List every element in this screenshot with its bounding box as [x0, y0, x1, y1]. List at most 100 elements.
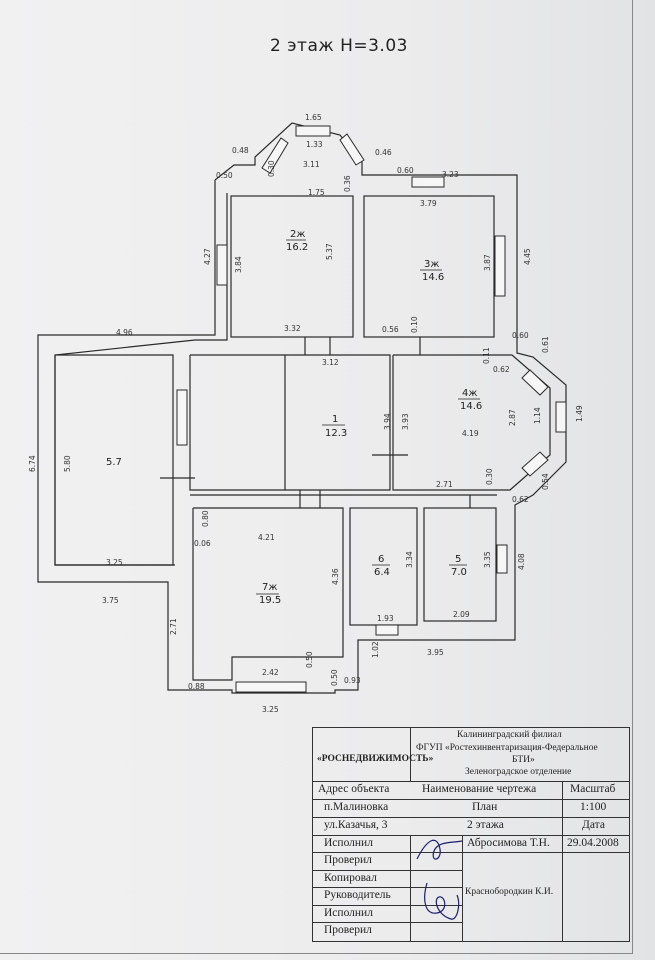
dim: 3.12: [322, 358, 339, 367]
window-room7: [235, 681, 307, 693]
stamp-rukovoditel-name: Краснобородкин К.И.: [465, 887, 554, 897]
room-4-area: 14.6: [460, 401, 482, 412]
dim: 4.08: [517, 553, 526, 570]
title-block: «РОСНЕДВИЖИМОСТЬ» Калининградский филиал…: [312, 727, 630, 942]
dim: 3.95: [427, 648, 444, 657]
stamp-addr-2: ул.Казачья, 3: [324, 819, 388, 831]
windows: [176, 125, 567, 693]
window-bay-right: [339, 133, 365, 166]
dim: 3.11: [303, 160, 320, 169]
outer-wall: [37, 122, 567, 694]
window-room4: [555, 401, 567, 433]
dim: 0.60: [397, 166, 414, 175]
window-top: [295, 125, 331, 137]
window-bay-left: [261, 137, 289, 174]
stamp-h-date: Дата: [582, 819, 605, 831]
stamp-h-scale: Масштаб: [570, 783, 616, 795]
dim: 5.37: [325, 243, 334, 260]
room-7-area: 19.5: [259, 595, 281, 606]
dim: 4.36: [331, 568, 340, 585]
room-6-id: 6: [378, 554, 384, 565]
dim: 2.42: [262, 668, 279, 677]
stamp-r-ispolnil: Исполнил: [324, 837, 373, 849]
room-5-wall: [423, 507, 497, 622]
room-7-id: 7ж: [262, 582, 277, 593]
dim: 4.21: [258, 533, 275, 542]
dim: 0.62: [493, 365, 510, 374]
dim: 1.75: [308, 188, 325, 197]
inner-wall-left: [54, 193, 228, 566]
dim: 0.80: [201, 510, 210, 527]
dim: 3.35: [483, 551, 492, 568]
stamp-branch-1: Калининградский филиал: [457, 730, 562, 740]
dim: 3.25: [106, 558, 123, 567]
room-5-area: 7.0: [451, 567, 467, 578]
dim: 4.45: [523, 248, 532, 265]
stamp-r-proveril2: Проверил: [324, 924, 372, 936]
dim: 3.75: [102, 596, 119, 605]
window-room2-side: [216, 244, 228, 286]
dim: 0.30: [485, 468, 494, 485]
stamp-org: «РОСНЕДВИЖИМОСТЬ»: [317, 754, 434, 764]
signature-2: [424, 882, 460, 920]
dim: 0.54: [541, 473, 550, 490]
dim: 3.32: [284, 324, 301, 333]
room-2-wall: [230, 195, 354, 338]
stamp-scale: 1:100: [580, 801, 607, 813]
window-room3-side: [494, 235, 506, 297]
dim: 3.94: [383, 413, 392, 430]
stamp-h-address: Адрес объекта: [318, 783, 390, 795]
stamp-branch-3: БТИ»: [512, 755, 535, 765]
stamp-branch-2: ФГУП «Ростехинвентаризация-Федеральное: [416, 743, 598, 753]
hall-wall: [189, 354, 391, 491]
dim: 3.79: [420, 199, 437, 208]
dim: 3.25: [262, 705, 279, 714]
dim: 1.33: [306, 140, 323, 149]
dim: 0.50: [305, 651, 314, 668]
dim: 3.84: [234, 256, 243, 273]
dim: 3.34: [405, 551, 414, 568]
dim: 0.62: [512, 495, 529, 504]
room-1-area: 12.3: [325, 428, 347, 439]
room-labels: 2ж 16.2 3ж 14.6 1 12.3 4ж 14.6 5.7 7ж 19…: [106, 229, 482, 606]
dim: 2.87: [508, 409, 517, 426]
dim: 2.71: [436, 480, 453, 489]
stamp-addr-1: п.Малиновка: [324, 801, 389, 813]
window-room5: [496, 544, 508, 574]
sheet-frame: [0, 0, 633, 954]
dim: 2.09: [453, 610, 470, 619]
stamp-r-proveril: Проверил: [324, 854, 372, 866]
dim: 0.11: [482, 347, 491, 364]
dim: 0.46: [375, 148, 392, 157]
dim: 2.71: [169, 618, 178, 635]
room-3-wall: [363, 195, 495, 338]
room-4-id: 4ж: [462, 388, 477, 399]
stamp-r-rukovoditel: Руководитель: [324, 889, 391, 901]
dim: 5.80: [63, 455, 72, 472]
dim: 0.50: [216, 171, 233, 180]
dim: 0.06: [194, 539, 211, 548]
room-3-id: 3ж: [424, 259, 439, 270]
room-4-wall: [392, 354, 551, 491]
room-1-id: 1: [332, 414, 338, 425]
window-hall: [176, 389, 188, 446]
stamp-name-1: План: [472, 801, 498, 813]
stamp-ispolnil-name: Абросимова Т.Н.: [467, 837, 550, 849]
walls: [37, 122, 567, 694]
dim: 6.74: [28, 455, 37, 472]
dim: 3.87: [483, 254, 492, 271]
dimension-labels: 1.65 1.33 0.48 0.46 0.30 3.11 0.36 0.50 …: [28, 113, 584, 714]
dim: 1.49: [575, 405, 584, 422]
dim: 0.60: [512, 331, 529, 340]
dim: 4.27: [203, 248, 212, 265]
dim: 1.02: [371, 641, 380, 658]
dim: 0.30: [267, 160, 276, 177]
window-room3: [411, 176, 445, 188]
room-6-area: 6.4: [374, 567, 390, 578]
stamp-branch-4: Зеленоградское отделение: [465, 767, 572, 777]
dim: 4.19: [462, 429, 479, 438]
signature-1: [416, 839, 463, 860]
dim: 0.48: [232, 146, 249, 155]
